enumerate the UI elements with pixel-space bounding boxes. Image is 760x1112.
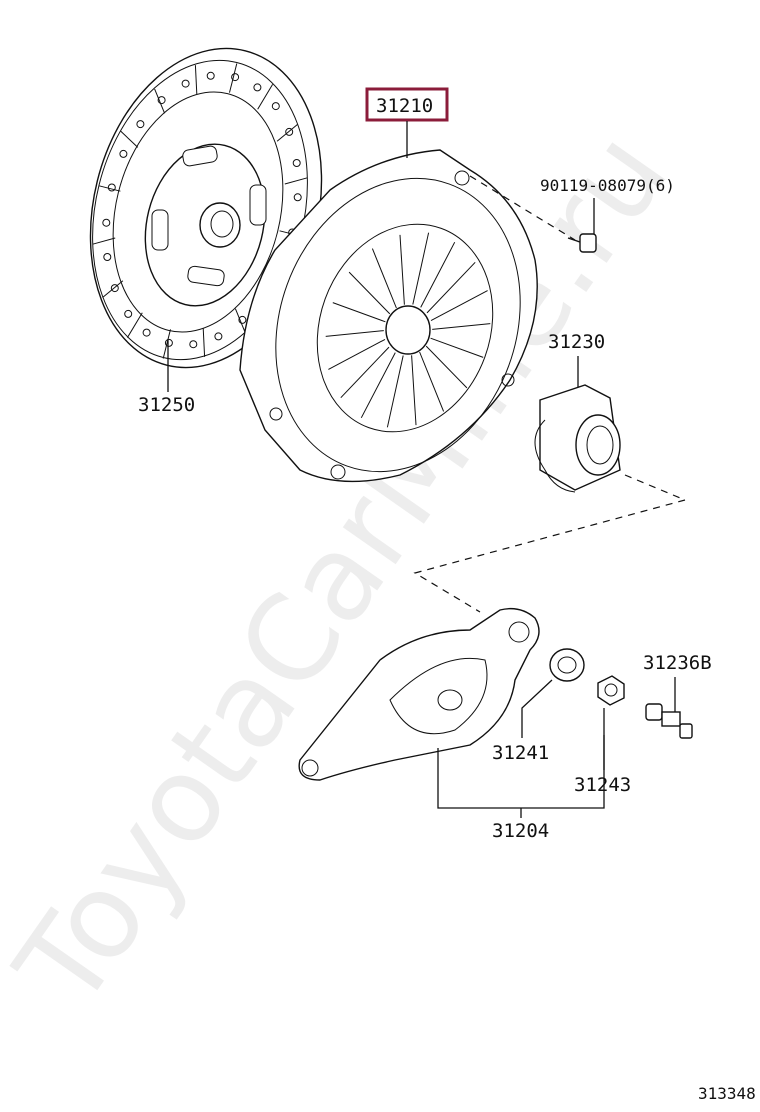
fork-boot-illustration[interactable] <box>549 648 585 682</box>
disc-rivet <box>107 183 116 192</box>
disc-rivet <box>189 340 198 349</box>
disc-rivet <box>103 253 112 261</box>
diaphragm-finger <box>399 234 405 305</box>
diaphragm-finger <box>411 355 417 426</box>
label-bolt[interactable]: 90119-08079(6) <box>540 176 675 195</box>
label-pivot-bolt[interactable]: 31236B <box>643 652 712 674</box>
label-release-fork[interactable]: 31204 <box>492 820 549 842</box>
highlight-box-pressure-plate[interactable] <box>365 87 449 122</box>
disc-segment-line <box>120 130 139 148</box>
diaphragm-finger <box>420 241 456 308</box>
disc-rivet <box>164 338 173 347</box>
diaphragm-finger <box>425 345 468 389</box>
disc-rivet <box>238 315 247 324</box>
disc-rivet <box>206 71 215 80</box>
disc-rivet <box>142 328 151 337</box>
diaphragm-finger <box>426 261 476 314</box>
diaphragm-finger <box>328 338 386 370</box>
disc-rivet <box>181 79 190 88</box>
diaphragm-finger <box>412 232 430 305</box>
diaphragm-finger <box>371 248 397 309</box>
disc-rivet <box>292 159 301 167</box>
disc-segment-line <box>234 308 246 334</box>
disc-rivet <box>214 332 223 341</box>
disc-segment-line <box>92 237 116 245</box>
diaphragm-finger <box>348 271 391 315</box>
disc-segment-line <box>162 329 171 359</box>
disc-rivet <box>253 83 262 92</box>
label-release-bearing[interactable]: 31230 <box>548 331 605 353</box>
disc-segment-line <box>229 63 238 93</box>
fork-retainer-illustration[interactable] <box>597 675 625 706</box>
diaphragm-finger <box>386 355 404 428</box>
diaphragm-finger <box>360 352 396 419</box>
diaphragm-finger <box>332 302 386 323</box>
pressure-plate-illustration[interactable] <box>236 144 560 507</box>
release-fork-illustration[interactable] <box>298 607 540 781</box>
disc-segment-line <box>194 65 198 95</box>
disc-segment-line <box>284 177 308 185</box>
disc-segment-line <box>257 84 274 110</box>
diaphragm-finger <box>340 346 390 399</box>
diagram-number: 313348 <box>698 1084 756 1103</box>
disc-rivet <box>102 218 111 227</box>
disc-rivet <box>110 284 119 293</box>
diaphragm-finger <box>430 290 488 322</box>
disc-segment-line <box>154 88 166 114</box>
diaphragm-finger <box>432 323 491 330</box>
disc-rivet <box>157 96 166 105</box>
release-bearing-illustration[interactable] <box>534 384 621 493</box>
disc-segment-line <box>102 280 124 298</box>
disc-segment-line <box>98 185 121 192</box>
disc-segment-line <box>202 327 206 357</box>
diaphragm-finger <box>419 351 445 412</box>
diaphragm-finger <box>325 330 384 337</box>
label-clutch-disc[interactable]: 31250 <box>138 394 195 416</box>
label-fork-retainer[interactable]: 31243 <box>574 774 631 796</box>
disc-rivet <box>293 193 302 202</box>
disc-segment-line <box>126 312 143 338</box>
disc-rivet <box>231 73 240 82</box>
pivot-bolt-illustration[interactable] <box>645 703 693 739</box>
disc-segment-line <box>276 124 298 142</box>
disc-rivet <box>285 127 294 136</box>
label-pressure-plate[interactable]: 31210 <box>376 95 433 117</box>
disc-rivet <box>136 120 145 129</box>
disc-rivet <box>271 102 280 111</box>
label-fork-boot[interactable]: 31241 <box>492 742 549 764</box>
bolt-illustration[interactable] <box>567 233 597 253</box>
disc-rivet <box>124 309 133 318</box>
diaphragm-finger <box>430 337 484 358</box>
disc-rivet <box>119 149 128 158</box>
